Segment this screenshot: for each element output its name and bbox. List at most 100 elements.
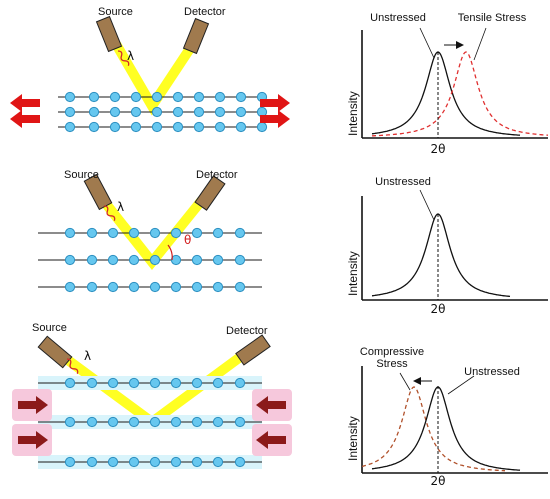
chart-y-axis-label: Intensity	[346, 416, 360, 461]
lattice-row	[38, 254, 262, 266]
xray-source-icon	[37, 335, 73, 369]
atom	[149, 377, 161, 389]
unstressed-peak-label: Unstressed	[464, 366, 520, 378]
atom	[64, 254, 76, 266]
atom	[64, 121, 76, 133]
atom	[212, 281, 224, 293]
lattice-row	[38, 455, 262, 469]
chart-x-axis-label: 2θ	[430, 142, 446, 156]
chart-y-axis-label: Intensity	[346, 91, 360, 136]
leader-line	[419, 27, 435, 59]
atom	[191, 227, 203, 239]
atom	[170, 377, 182, 389]
atom	[191, 377, 203, 389]
unstressed-curve	[371, 386, 521, 471]
atom	[86, 281, 98, 293]
wavelength-label: λ	[117, 200, 125, 214]
atom	[130, 106, 142, 118]
atom	[172, 91, 184, 103]
tensile-stress-curve	[371, 51, 549, 137]
atom	[86, 254, 98, 266]
compression-arrow-icon	[252, 389, 292, 421]
wave-icon	[66, 358, 79, 374]
atom	[64, 91, 76, 103]
wavelength-label: λ	[84, 349, 92, 363]
source-label: Source	[32, 322, 67, 334]
chart-y-axis-label: Intensity	[346, 251, 360, 296]
atom	[64, 377, 76, 389]
atom	[107, 254, 119, 266]
atom	[235, 121, 247, 133]
atom	[234, 254, 246, 266]
atom	[234, 281, 246, 293]
atom	[234, 416, 246, 428]
lattice-row	[58, 106, 268, 118]
atom	[191, 254, 203, 266]
atom	[214, 106, 226, 118]
atom	[193, 91, 205, 103]
tensile-peak-label: Tensile Stress	[457, 12, 527, 24]
atom	[88, 121, 100, 133]
detector-label: Detector	[226, 325, 268, 337]
atom	[151, 106, 163, 118]
atom	[107, 281, 119, 293]
atom	[149, 416, 161, 428]
wave-icon	[103, 205, 116, 221]
atom	[212, 254, 224, 266]
atom	[172, 121, 184, 133]
unstressed-curve	[371, 213, 511, 298]
intensity-chart	[361, 366, 548, 474]
intensity-chart	[361, 27, 549, 139]
leader-line	[447, 375, 475, 395]
atom	[88, 91, 100, 103]
atom	[172, 106, 184, 118]
compression-arrow-icon	[12, 389, 52, 421]
atom	[109, 121, 121, 133]
tension-arrow-icon	[10, 94, 40, 112]
atom	[212, 416, 224, 428]
atom	[64, 456, 76, 468]
xray-source-icon	[95, 15, 123, 53]
atom	[191, 281, 203, 293]
atom	[109, 106, 121, 118]
intensity-chart	[361, 189, 548, 301]
unstressed-peak-label: Unstressed	[370, 12, 426, 24]
compression-arrow-icon	[252, 424, 292, 456]
atom	[130, 91, 142, 103]
atom	[128, 281, 140, 293]
unstressed-peak-label: Unstressed	[375, 176, 431, 188]
compression-arrow-icon	[12, 424, 52, 456]
atom	[193, 106, 205, 118]
leader-line	[399, 372, 411, 391]
leader-line	[419, 189, 435, 221]
atom	[234, 377, 246, 389]
lattice-row	[38, 376, 262, 390]
atom	[214, 91, 226, 103]
theta-label: θ	[184, 233, 192, 247]
atom	[256, 121, 268, 133]
lattice-row	[38, 415, 262, 429]
atom	[86, 456, 98, 468]
atom	[170, 227, 182, 239]
leader-line	[473, 27, 487, 61]
atom	[107, 377, 119, 389]
atom	[64, 281, 76, 293]
atom	[107, 227, 119, 239]
source-label: Source	[64, 169, 99, 181]
atom	[235, 106, 247, 118]
atom	[128, 227, 140, 239]
detector-icon	[182, 17, 210, 55]
atom	[88, 106, 100, 118]
atom	[64, 227, 76, 239]
atom	[170, 281, 182, 293]
atom	[151, 121, 163, 133]
detector-icon	[235, 334, 271, 366]
atom	[107, 416, 119, 428]
atom	[170, 416, 182, 428]
atom	[212, 456, 224, 468]
detector-label: Detector	[196, 169, 238, 181]
atom	[128, 377, 140, 389]
wave-icon	[117, 50, 130, 66]
